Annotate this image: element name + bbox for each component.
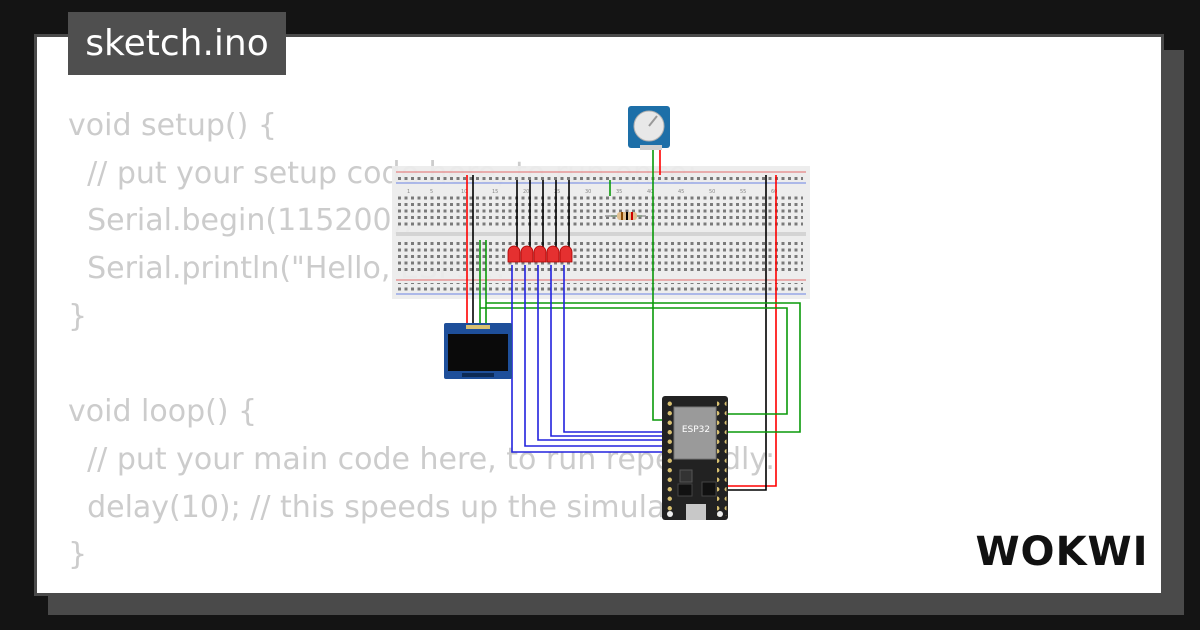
svg-text:25: 25 [554, 189, 560, 195]
filename-tab: sketch.ino [68, 12, 286, 75]
led-red [533, 245, 547, 263]
resistor [605, 212, 646, 220]
svg-text:40: 40 [647, 189, 653, 195]
code-line: } [68, 537, 88, 573]
svg-text:1: 1 [407, 189, 410, 195]
oled-display [444, 323, 512, 379]
led-red [520, 245, 534, 263]
svg-text:45: 45 [678, 189, 684, 195]
esp32-label: ESP32 [682, 425, 710, 435]
svg-text:5: 5 [430, 189, 433, 195]
led-array [507, 245, 573, 263]
code-line: void loop() { [68, 394, 258, 430]
led-red [559, 245, 573, 263]
project-card [34, 34, 1164, 596]
code-line: } [68, 298, 88, 334]
led-red [546, 245, 560, 263]
wokwi-logo: WOKWI [976, 529, 1148, 574]
wires [466, 148, 801, 491]
svg-text:60: 60 [771, 189, 777, 195]
svg-text:30: 30 [585, 189, 591, 195]
potentiometer [628, 106, 670, 150]
svg-text:55: 55 [740, 189, 746, 195]
code-line: void setup() { [68, 108, 277, 143]
svg-text:15: 15 [492, 189, 498, 195]
esp32-board [662, 396, 728, 520]
svg-text:50: 50 [709, 189, 715, 195]
led-red [507, 245, 521, 263]
svg-text:20: 20 [523, 189, 529, 195]
svg-text:35: 35 [616, 189, 622, 195]
svg-text:10: 10 [461, 189, 467, 195]
code-line: Serial.begin(115200); [68, 203, 414, 239]
wokwi-logo-text: WOKWI [976, 529, 1148, 574]
